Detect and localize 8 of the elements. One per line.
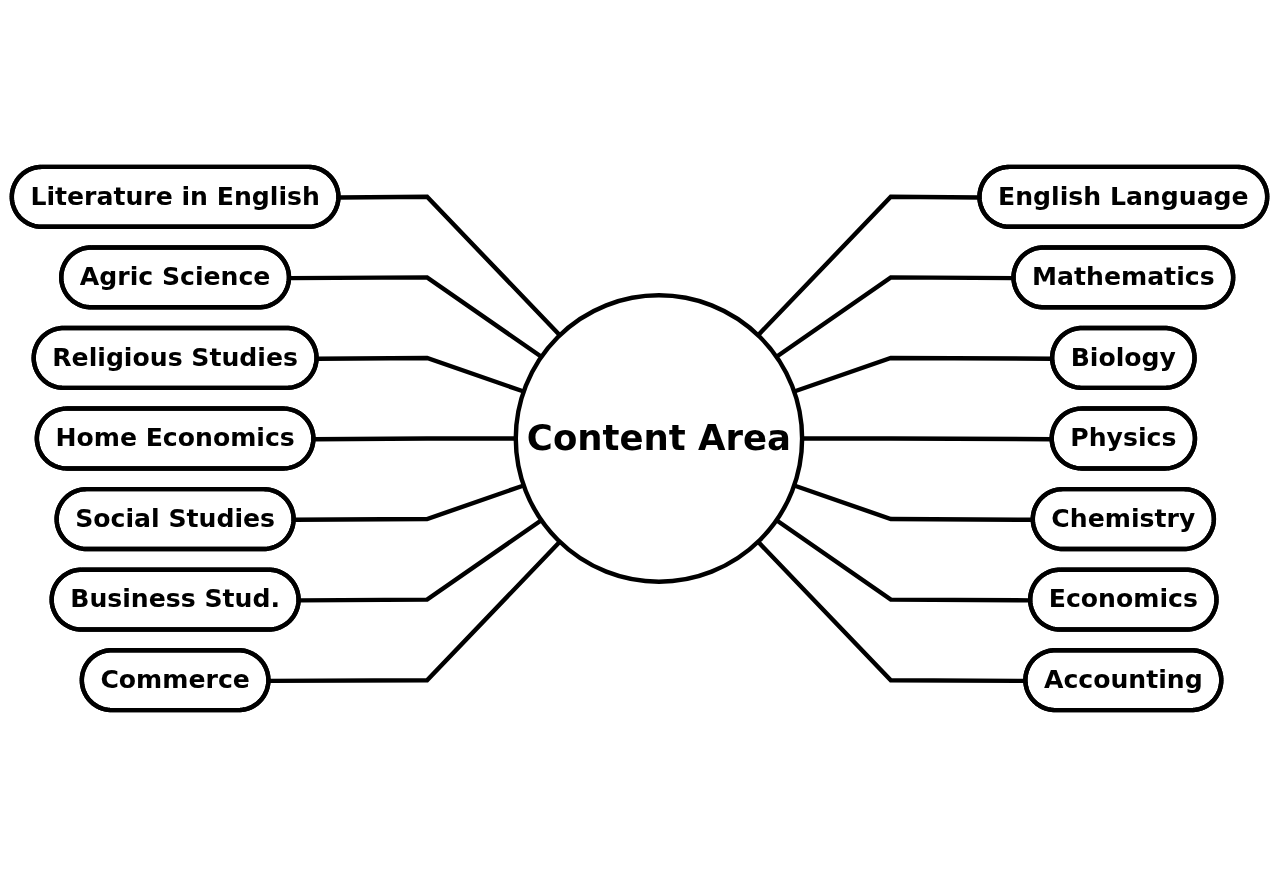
connector — [802, 436, 1053, 442]
connector — [289, 275, 543, 359]
connector — [299, 518, 543, 603]
connector — [775, 518, 1031, 603]
connector — [339, 194, 562, 337]
connector — [314, 436, 516, 442]
node-circle: Content Area — [513, 293, 805, 584]
connector — [269, 540, 562, 684]
